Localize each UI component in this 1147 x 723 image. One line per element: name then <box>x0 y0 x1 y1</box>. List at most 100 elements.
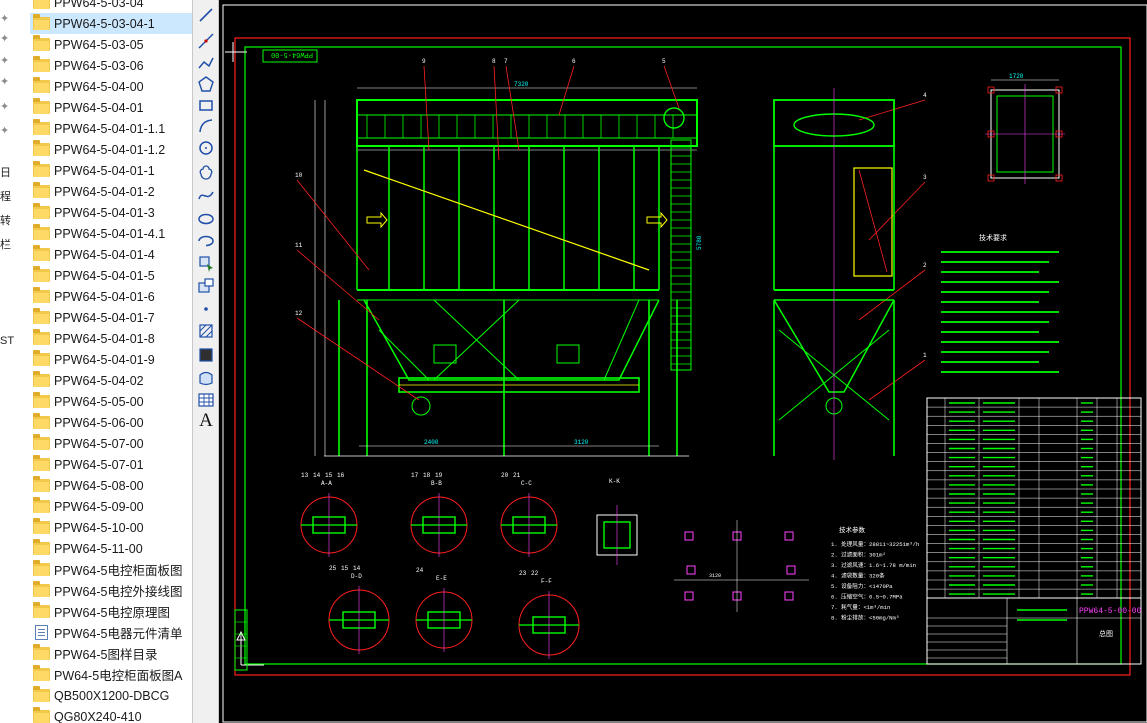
file-list-item[interactable]: PPW64-5-05-00 <box>30 391 192 412</box>
construction-line-tool-button[interactable] <box>196 31 216 50</box>
anchor-bolt <box>684 531 694 541</box>
file-list-item[interactable]: PPW64-5电控外接线图 <box>30 580 192 601</box>
file-name: PPW64-5-04-01-9 <box>54 352 155 367</box>
polyline-tool-button[interactable] <box>196 53 216 72</box>
fan-motor <box>663 107 685 129</box>
insert-block-tool-button[interactable] <box>196 253 216 272</box>
file-name: PPW64-5-04-01-7 <box>54 310 155 325</box>
airflow-arrow <box>646 211 668 229</box>
file-list-item[interactable]: PPW64-5电控原理图 <box>30 601 192 622</box>
inner-frame <box>244 46 1122 665</box>
file-list-item[interactable]: PPW64-5-04-01-1 <box>30 160 192 181</box>
pin-icon[interactable]: ✦ <box>0 55 10 67</box>
file-list-item[interactable]: PPW64-5电控柜面板图 <box>30 559 192 580</box>
file-list-item[interactable]: PPW64-5-04-02 <box>30 370 192 391</box>
file-name: PPW64-5-04-01-8 <box>54 331 155 346</box>
dim-text: 1720 <box>1009 73 1024 80</box>
folder-icon <box>33 497 50 513</box>
hatch-icon <box>199 323 213 338</box>
file-name: PPW64-5-06-00 <box>54 415 144 430</box>
file-name: PPW64-5电器元件清单 <box>54 627 183 641</box>
file-name: PPW64-5电控柜面板图 <box>54 564 183 578</box>
file-list-item[interactable]: PPW64-5-04-01-2 <box>30 181 192 202</box>
pin-icon[interactable]: ✦ <box>0 33 10 45</box>
file-list-item[interactable]: PPW64-5-04-01-6 <box>30 286 192 307</box>
file-list-item[interactable]: PPW64-5-04-00 <box>30 76 192 97</box>
part-balloon: 22 <box>531 570 539 577</box>
file-list-item[interactable]: PPW64-5-04-01-4.1 <box>30 223 192 244</box>
pin-icon[interactable]: ✦ <box>0 13 10 25</box>
file-list-item[interactable]: PPW64-5-11-00 <box>30 538 192 559</box>
file-list-item[interactable]: PPW64-5-04-01-1.2 <box>30 139 192 160</box>
file-list-item[interactable]: PPW64-5-09-00 <box>30 496 192 517</box>
rectangle-tool-button[interactable] <box>196 95 216 114</box>
file-list-item[interactable]: PPW64-5-07-01 <box>30 454 192 475</box>
file-list-item[interactable]: PPW64-5-07-00 <box>30 433 192 454</box>
circle-tool-button[interactable] <box>196 138 216 157</box>
spline-tool-button[interactable] <box>196 186 216 205</box>
part-balloon: 1 <box>923 352 927 359</box>
file-name: PPW64-5-04-00 <box>54 79 144 94</box>
file-list-item[interactable]: PPW64-5-08-00 <box>30 475 192 496</box>
region-tool-button[interactable] <box>196 368 216 387</box>
table-tool-button[interactable] <box>196 390 216 409</box>
file-list-item[interactable]: PPW64-5-10-00 <box>30 517 192 538</box>
file-list-item[interactable]: QB500X1200-DBCG <box>30 685 192 706</box>
file-list-item[interactable]: PPW64-5-03-04 <box>30 0 192 13</box>
folder-icon <box>33 245 50 261</box>
pin-icon[interactable]: ✦ <box>0 76 10 88</box>
folder-icon <box>33 224 50 240</box>
folder-icon <box>33 665 50 681</box>
part-balloon: 23 <box>519 570 527 577</box>
roof-box <box>356 99 698 147</box>
outer-frame <box>234 37 1131 676</box>
file-list-item[interactable]: PPW64-5-03-05 <box>30 34 192 55</box>
line-tool-button[interactable] <box>196 5 216 24</box>
pin-icon[interactable]: ✦ <box>0 125 10 137</box>
file-list-item[interactable]: PPW64-5-04-01-5 <box>30 265 192 286</box>
file-list-item[interactable]: PW64-5电控柜面板图A <box>30 664 192 685</box>
folder-icon <box>33 329 50 345</box>
leader-line <box>558 65 575 116</box>
revision-cloud-tool-button[interactable] <box>196 161 216 180</box>
file-list-item[interactable]: PPW64-5电器元件清单 <box>30 622 192 643</box>
circle-icon <box>199 140 213 155</box>
hatch-tool-button[interactable] <box>196 321 216 340</box>
cad-line <box>433 299 520 381</box>
arc-tool-button[interactable] <box>196 116 216 135</box>
file-list-item[interactable]: PPW64-5-03-04-1 <box>30 13 192 34</box>
ladder <box>670 139 692 371</box>
file-list-item[interactable]: PPW64-5-04-01 <box>30 97 192 118</box>
file-name: PPW64-5-11-00 <box>54 541 143 556</box>
file-list-item[interactable]: PPW64-5-03-06 <box>30 55 192 76</box>
polygon-tool-button[interactable] <box>196 74 216 93</box>
pin-icon[interactable]: ✦ <box>0 101 10 113</box>
file-list-item[interactable]: PPW64-5图样目录 <box>30 643 192 664</box>
folder-icon <box>33 476 50 492</box>
gradient-tool-button[interactable] <box>196 345 216 364</box>
polyline-icon <box>198 57 214 68</box>
file-name: PPW64-5-03-06 <box>54 58 144 73</box>
anchor-bolt <box>784 591 794 601</box>
multiline-text-tool-button[interactable]: A <box>199 409 213 431</box>
spec-line: 1. 处理风量：28811~32251m³/h <box>831 540 919 548</box>
file-list-item[interactable]: PPW64-5-04-01-4 <box>30 244 192 265</box>
file-list-item[interactable]: PPW64-5-04-01-9 <box>30 349 192 370</box>
file-list-item[interactable]: QG80X240-410 <box>30 706 192 723</box>
folder-icon <box>33 119 50 135</box>
file-list-item[interactable]: PPW64-5-04-01-3 <box>30 202 192 223</box>
ellipse-arc-tool-button[interactable] <box>196 231 216 250</box>
dim-text: 7320 <box>514 81 529 88</box>
ellipse-icon <box>198 213 214 224</box>
file-list-item[interactable]: PPW64-5-06-00 <box>30 412 192 433</box>
file-list-item[interactable]: PPW64-5-04-01-8 <box>30 328 192 349</box>
file-list-item[interactable]: PPW64-5-04-01-7 <box>30 307 192 328</box>
valve-box <box>433 344 457 364</box>
make-block-tool-button[interactable] <box>196 276 216 295</box>
ellipse-tool-button[interactable] <box>196 209 216 228</box>
point-tool-button[interactable] <box>196 299 216 318</box>
spec-title: 技术参数 <box>839 525 866 534</box>
file-list-item[interactable]: PPW64-5-04-01-1.1 <box>30 118 192 139</box>
